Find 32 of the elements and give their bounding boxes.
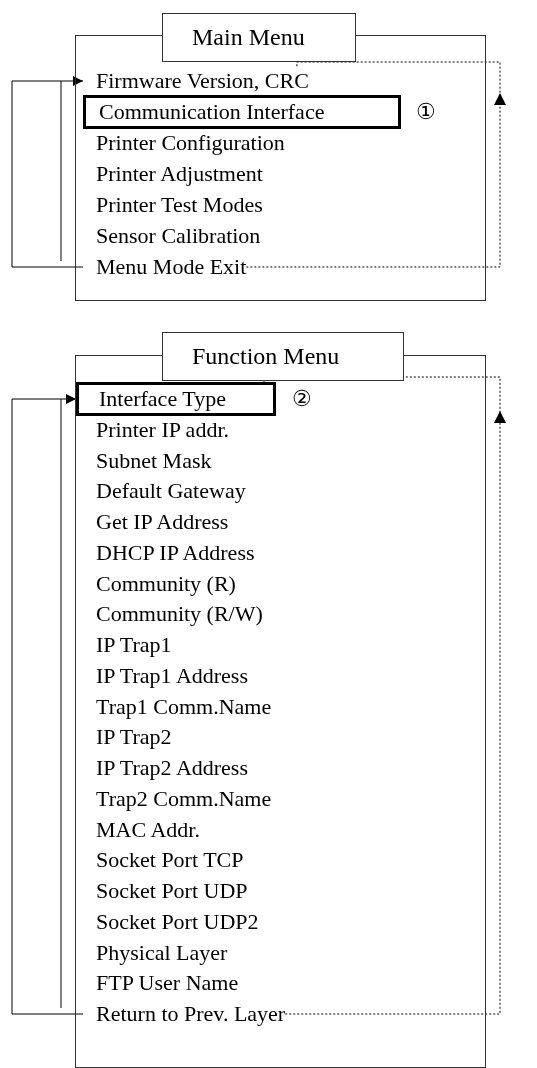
menu-item: Printer Test Modes	[83, 191, 263, 219]
menu-item: Get IP Address	[83, 508, 229, 536]
menu-item: Default Gateway	[83, 477, 246, 506]
callout-number: ①	[416, 98, 436, 126]
menu-item: Menu Mode Exit	[83, 253, 247, 281]
menu-item: IP Trap2 Address	[83, 754, 248, 782]
selected-menu-item: Communication Interface	[83, 95, 401, 129]
menu-item: DHCP IP Address	[83, 538, 255, 567]
menu-item: IP Trap2	[83, 723, 172, 752]
menu-item: FTP User Name	[83, 969, 239, 998]
menu-item: Trap2 Comm.Name	[83, 784, 272, 813]
menu-item: Printer Configuration	[83, 129, 285, 157]
menu-item: Printer IP addr.	[83, 415, 229, 444]
menu-item: Trap1 Comm.Name	[83, 692, 272, 721]
callout-number: ②	[292, 385, 312, 413]
menu-item: Socket Port UDP	[83, 877, 248, 905]
menu-item: Physical Layer	[83, 938, 228, 967]
selected-menu-item: Interface Type	[76, 382, 276, 416]
menu-item: Community (R)	[83, 569, 236, 598]
menu-item: Return to Prev. Layer	[83, 1000, 286, 1028]
menu-item: IP Trap1 Address	[83, 661, 248, 690]
menu-item: Sensor Calibration	[83, 222, 261, 250]
menu-item: Community (R/W)	[83, 600, 263, 629]
menu-item: Socket Port TCP	[83, 846, 244, 875]
menu-item: Firmware Version, CRC	[83, 67, 309, 95]
menu-title: Main Menu	[162, 13, 356, 62]
menu-item: Socket Port UDP2	[83, 907, 259, 936]
menu-title: Function Menu	[162, 332, 404, 381]
menu-item: Printer Adjustment	[83, 160, 263, 188]
menu-item: Subnet Mask	[83, 446, 212, 475]
menu-item: MAC Addr.	[83, 815, 200, 844]
menu-item: IP Trap1	[83, 631, 172, 659]
